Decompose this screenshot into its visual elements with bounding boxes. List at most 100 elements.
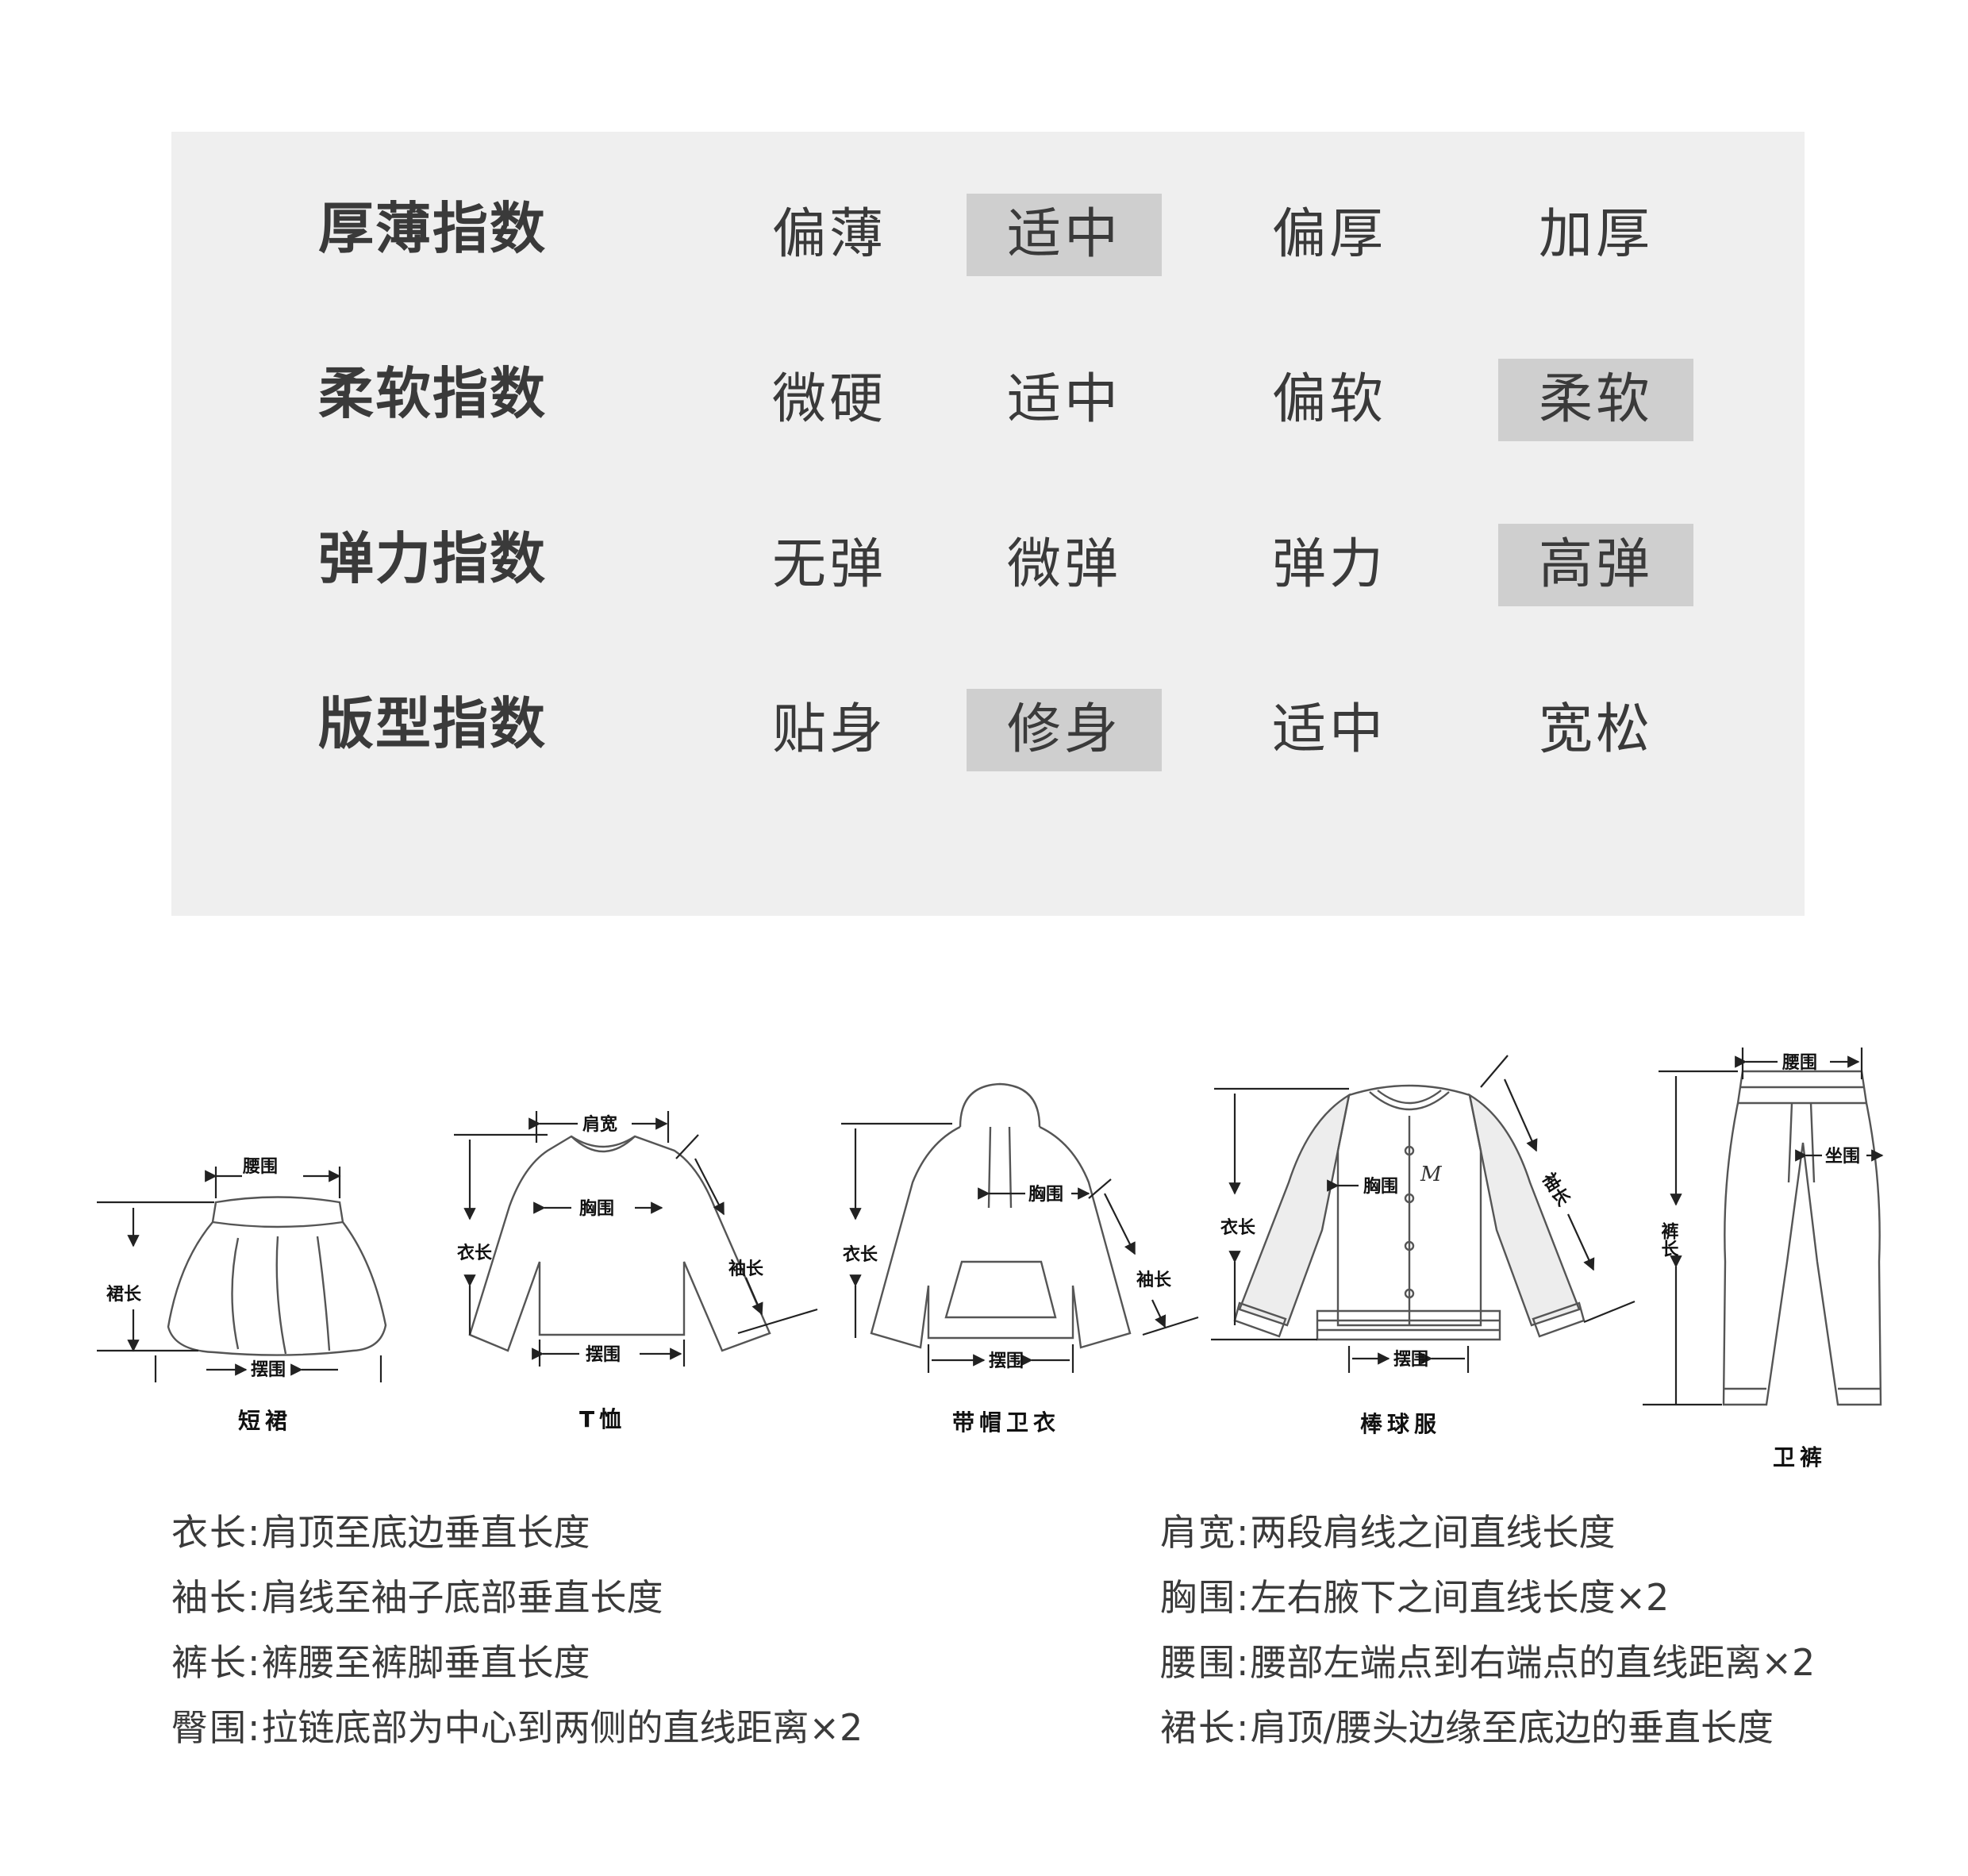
- hoodie-sleeve-label: 袖长: [1136, 1270, 1172, 1290]
- tshirt-ref-line: [737, 1308, 818, 1335]
- definition-desc: 拉链底部为中心到两侧的直线距离×2: [261, 1706, 863, 1749]
- index-row-label: 柔软指数: [318, 361, 547, 426]
- definition-item: 裤长:裤腰至裤脚垂直长度: [171, 1630, 863, 1695]
- baseball-jacket-diagram: M 衣长 胸围 袖长 摆围 棒球服: [1211, 1055, 1636, 1437]
- definition-item: 臀围:拉链底部为中心到两侧的直线距离×2: [171, 1695, 863, 1760]
- index-row-label: 弹力指数: [318, 526, 547, 591]
- hoodie-hem-label: 摆围: [989, 1351, 1024, 1371]
- index-row-elasticity: 弹力指数 无弹 微弹 弹力 高弹: [171, 511, 1805, 606]
- skirt-outline: [167, 1196, 387, 1356]
- definition-term: 袖长:: [171, 1576, 262, 1619]
- definition-term: 臀围:: [171, 1706, 262, 1749]
- skirt-waistband: [212, 1221, 344, 1228]
- hoodie-outline: [870, 1125, 1132, 1349]
- index-row-thickness: 厚薄指数 偏薄 适中 偏厚 加厚: [171, 181, 1805, 276]
- pants-hip-label: 坐围: [1825, 1147, 1860, 1167]
- baseball-button: [1404, 1145, 1415, 1156]
- definition-item: 腰围:腰部左端点到右端点的直线距离×2: [1160, 1630, 1815, 1695]
- index-row-label: 厚薄指数: [318, 196, 547, 261]
- skirt-diagram: 腰围 裙长 摆围 短裙: [97, 1157, 387, 1434]
- skirt-name: 短裙: [238, 1408, 292, 1434]
- definitions-right-column: 肩宽:两段肩线之间直线长度 胸围:左右腋下之间直线长度×2 腰围:腰部左端点到右…: [1160, 1500, 1815, 1760]
- index-option-selected: 修身: [967, 689, 1162, 771]
- tshirt-name: T恤: [579, 1406, 626, 1432]
- definition-desc: 两段肩线之间直线长度: [1250, 1511, 1616, 1554]
- baseball-button: [1404, 1240, 1415, 1251]
- index-option: 微弹: [1006, 533, 1121, 596]
- index-option: 无弹: [771, 533, 886, 596]
- pants-waistband: [1738, 1086, 1866, 1105]
- baseball-length-label: 衣长: [1220, 1217, 1256, 1238]
- tshirt-chest-label: 胸围: [579, 1198, 614, 1219]
- definition-desc: 肩顶至底边垂直长度: [261, 1511, 590, 1554]
- definition-item: 袖长:肩线至袖子底部垂直长度: [171, 1565, 863, 1630]
- hoodie-sleeve-arrow: [1104, 1193, 1136, 1255]
- tshirt-sleeve-label: 袖长: [728, 1259, 764, 1279]
- tshirt-hem-label: 摆围: [586, 1345, 621, 1365]
- hoodie-sleeve-arrow: [1151, 1299, 1167, 1328]
- definition-desc: 裤腰至裤脚垂直长度: [261, 1641, 590, 1684]
- hoodie-ref-line: [1088, 1178, 1112, 1199]
- definition-item: 裙长:肩顶/腰头边缘至底边的垂直长度: [1160, 1695, 1815, 1760]
- definition-term: 腰围:: [1160, 1641, 1251, 1684]
- garment-diagrams-svg: 腰围 裙长 摆围 短裙 肩宽 胸围 衣长: [97, 1048, 1884, 1470]
- baseball-sleeve-left: [1238, 1093, 1351, 1327]
- definition-desc: 肩顶/腰头边缘至底边的垂直长度: [1250, 1706, 1774, 1749]
- index-option: 偏厚: [1271, 203, 1386, 266]
- baseball-ref-line: [1583, 1300, 1636, 1324]
- pants-drawstring: [1787, 1102, 1816, 1183]
- baseball-sleeve-label: 袖长: [1538, 1169, 1574, 1210]
- tshirt-outline: [468, 1135, 771, 1352]
- hoodie-length-label: 衣长: [843, 1244, 878, 1265]
- baseball-button: [1404, 1193, 1415, 1204]
- index-option: 弹力: [1271, 533, 1386, 596]
- tshirt-diagram: 肩宽 胸围 衣长 袖长 摆围 T恤: [454, 1111, 818, 1432]
- index-option: 偏薄: [771, 203, 886, 266]
- definition-term: 肩宽:: [1160, 1511, 1251, 1554]
- hoodie-diagram: 衣长 胸围 袖长 摆围 带帽卫衣: [841, 1082, 1199, 1436]
- hoodie-name: 带帽卫衣: [952, 1409, 1060, 1436]
- baseball-sleeve-arrow: [1503, 1078, 1538, 1152]
- definition-desc: 肩线至袖子底部垂直长度: [261, 1576, 663, 1619]
- baseball-ref-line: [1480, 1055, 1509, 1088]
- pants-outline: [1722, 1070, 1882, 1406]
- baseball-waistband: [1316, 1309, 1501, 1341]
- index-option-selected: 柔软: [1498, 359, 1693, 441]
- pants-waist-label: 腰围: [1782, 1053, 1817, 1073]
- measurement-definitions: 衣长:肩顶至底边垂直长度 袖长:肩线至袖子底部垂直长度 裤长:裤腰至裤脚垂直长度…: [0, 1500, 1968, 1786]
- hoodie-hood: [959, 1082, 1041, 1128]
- definition-desc: 左右腋下之间直线长度×2: [1250, 1576, 1670, 1619]
- index-row-softness: 柔软指数 微硬 适中 偏软 柔软: [171, 346, 1805, 441]
- baseball-button: [1404, 1288, 1415, 1299]
- baseball-chest-label: 胸围: [1363, 1176, 1398, 1197]
- definition-item: 衣长:肩顶至底边垂直长度: [171, 1500, 863, 1565]
- baseball-collar: [1369, 1090, 1450, 1111]
- definition-desc: 腰部左端点到右端点的直线距离×2: [1250, 1641, 1816, 1684]
- baseball-name: 棒球服: [1360, 1411, 1441, 1437]
- tshirt-sleeve-arrow: [694, 1158, 725, 1216]
- definition-term: 衣长:: [171, 1511, 262, 1554]
- hoodie-pocket: [944, 1260, 1057, 1319]
- definition-term: 裙长:: [1160, 1706, 1251, 1749]
- index-option: 宽松: [1538, 698, 1653, 761]
- hoodie-ref-line: [1142, 1316, 1199, 1336]
- definitions-left-column: 衣长:肩顶至底边垂直长度 袖长:肩线至袖子底部垂直长度 裤长:裤腰至裤脚垂直长度…: [171, 1500, 863, 1760]
- index-row-label: 版型指数: [318, 691, 547, 756]
- tshirt-shoulder-label: 肩宽: [582, 1114, 617, 1135]
- baseball-sleeve-right: [1468, 1093, 1581, 1327]
- skirt-hem-label: 摆围: [251, 1360, 286, 1380]
- definition-item: 胸围:左右腋下之间直线长度×2: [1160, 1565, 1815, 1630]
- baseball-outline: [1336, 1084, 1482, 1327]
- skirt-fold: [231, 1236, 331, 1355]
- index-option: 微硬: [771, 368, 886, 431]
- tshirt-sleeve-arrow: [744, 1277, 763, 1316]
- index-option: 贴身: [771, 698, 886, 761]
- tshirt-collar: [571, 1136, 636, 1153]
- baseball-chest-logo: M: [1420, 1163, 1443, 1186]
- hoodie-chest-label: 胸围: [1028, 1184, 1063, 1205]
- baseball-hem-label: 摆围: [1393, 1350, 1428, 1370]
- hoodie-drawstring: [987, 1126, 1013, 1209]
- index-option-selected: 高弹: [1498, 524, 1693, 606]
- index-option: 适中: [1006, 368, 1121, 431]
- index-row-fit: 版型指数 贴身 修身 适中 宽松: [171, 676, 1805, 771]
